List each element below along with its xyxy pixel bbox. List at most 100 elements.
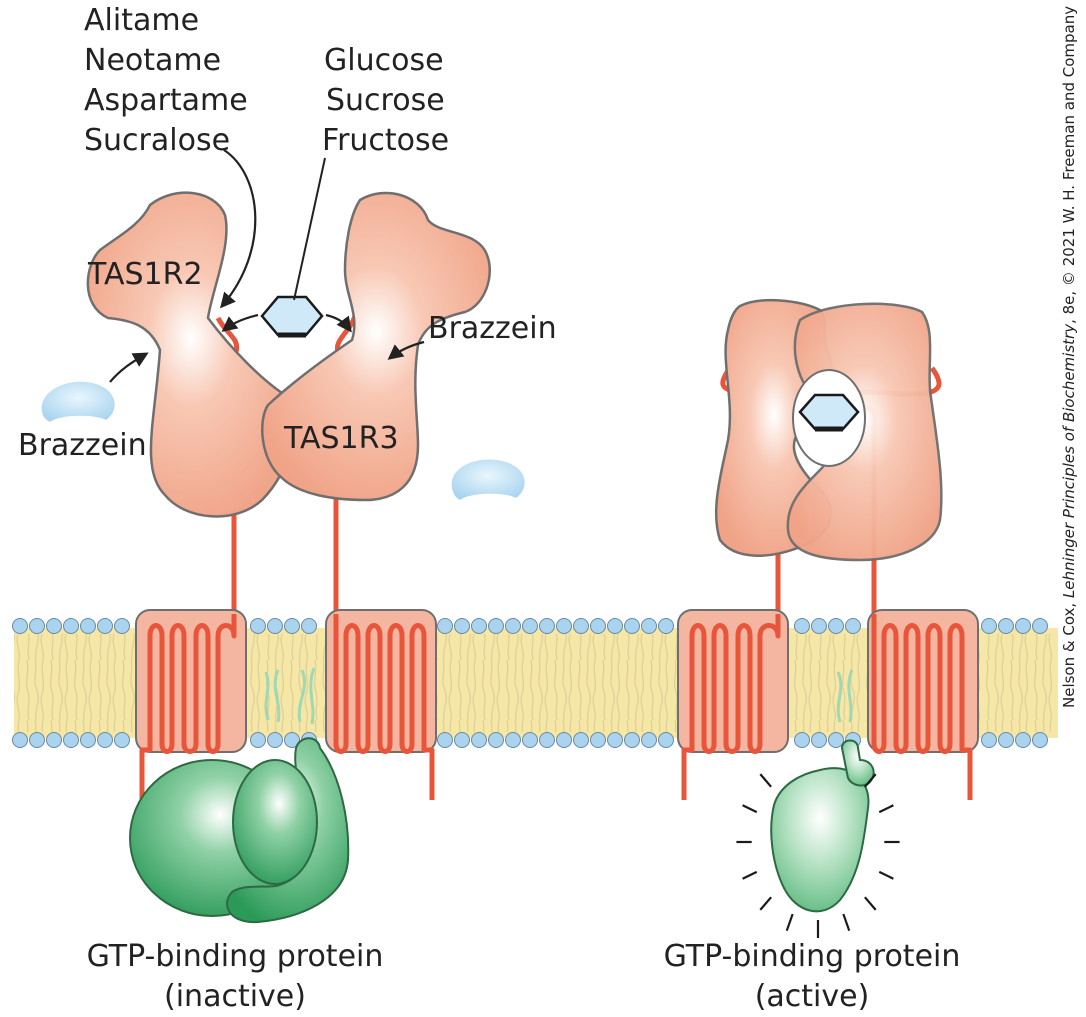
active-tas1r2-transmembrane-domain — [677, 609, 789, 800]
gprotein-gamma-subunit — [232, 759, 318, 885]
tas1r2-tas1r3-receptor-active — [714, 298, 943, 614]
phospholipid-head — [522, 732, 538, 748]
phospholipid-head — [607, 732, 623, 748]
phospholipid-head — [522, 618, 538, 634]
phospholipid-head — [505, 732, 521, 748]
tas1r3-helix-loops — [333, 614, 435, 800]
phospholipid-head — [828, 618, 844, 634]
sweetener-label: Neotame — [84, 43, 221, 78]
phospholipid-head — [607, 618, 623, 634]
gprotein-lipid-anchor-right — [836, 669, 854, 723]
phospholipid-head — [29, 732, 45, 748]
gprotein-active — [736, 739, 900, 938]
phospholipid-head — [488, 618, 504, 634]
phospholipid-head — [811, 732, 827, 748]
phospholipid-head — [12, 618, 28, 634]
phospholipid-head — [658, 618, 674, 634]
activation-ray — [742, 804, 758, 814]
brazzein-right-label: Brazzein — [428, 311, 557, 346]
activation-ray — [878, 870, 894, 880]
activation-ray — [759, 896, 772, 911]
credit-book-title: Lehninger Principles of Biochemistry — [1060, 323, 1078, 598]
gprotein-inactive-state-label: (inactive) — [164, 979, 306, 1014]
phospholipid-head — [981, 732, 997, 748]
sugar-pointer-line — [293, 157, 326, 301]
phospholipid-head — [556, 732, 572, 748]
phospholipid-head — [641, 618, 657, 634]
phospholipid-head — [573, 618, 589, 634]
phospholipid-head — [454, 732, 470, 748]
tas1r2-helix-loops — [139, 614, 237, 800]
brazzein-left-arrow-icon — [109, 352, 149, 383]
phospholipid-head — [998, 618, 1014, 634]
gprotein-active-body — [770, 767, 870, 913]
sweetener-pointer-icon — [219, 149, 257, 309]
activation-ray — [759, 773, 772, 788]
phospholipid-head — [471, 732, 487, 748]
activation-ray — [742, 870, 758, 880]
tas1r2-subunit — [86, 191, 296, 518]
activation-ray — [842, 913, 851, 932]
phospholipid-head — [505, 618, 521, 634]
phospholipid-head — [284, 732, 300, 748]
active-tas1r3-transmembrane-domain — [867, 609, 979, 800]
sugar-molecule-icon — [260, 295, 324, 337]
tas1r3-subunit — [261, 191, 492, 502]
phospholipid-head — [250, 618, 266, 634]
active-tas1r3-helix-loops — [871, 614, 973, 800]
phospholipid-head — [80, 732, 96, 748]
phospholipid-head — [539, 732, 555, 748]
activation-ray — [785, 913, 794, 932]
activation-ray — [864, 773, 877, 788]
phospholipid-head — [539, 618, 555, 634]
phospholipid-head — [29, 618, 45, 634]
arrow-to-tas1r3-icon — [325, 313, 352, 333]
brazzein-right-arrow-icon — [387, 340, 425, 360]
phospholipid-head — [624, 618, 640, 634]
phospholipid-head — [46, 618, 62, 634]
sugar-list: Glucose Sucrose Fructose — [322, 43, 449, 158]
phospholipid-head — [97, 732, 113, 748]
brazzein-left-label: Brazzein — [18, 428, 147, 463]
phospholipid-head — [267, 732, 283, 748]
active-tas1r2-helix-loops — [681, 614, 781, 800]
tas1r2-transmembrane-domain — [135, 609, 247, 800]
phospholipid-head — [1032, 732, 1048, 748]
tas1r2-label: TAS1R2 — [87, 257, 203, 292]
phospholipid-head — [828, 732, 844, 748]
tas1r3-transmembrane-domain — [325, 609, 437, 800]
phospholipid-head — [624, 732, 640, 748]
gprotein-inactive-label: GTP-binding protein — [87, 939, 384, 974]
activation-ray — [864, 896, 877, 911]
phospholipid-head — [794, 618, 810, 634]
tas1r2-tas1r3-receptor-inactive: TAS1R2 TAS1R3 — [86, 149, 492, 614]
sweetener-label: Aspartame — [84, 83, 248, 118]
phospholipid-head — [573, 732, 589, 748]
phospholipid-head — [46, 732, 62, 748]
gprotein-lipid-anchor-left — [264, 667, 316, 725]
phospholipid-head — [590, 618, 606, 634]
arrow-to-tas1r2-icon — [221, 313, 259, 332]
copyright-credit: Nelson & Cox, Lehninger Principles of Bi… — [1060, 6, 1078, 708]
phospholipid-head — [114, 618, 130, 634]
sugar-label: Sucrose — [326, 83, 445, 118]
phospholipid-head — [80, 618, 96, 634]
phospholipid-head — [97, 618, 113, 634]
phospholipid-head — [811, 618, 827, 634]
phospholipid-head — [488, 732, 504, 748]
activation-ray — [878, 804, 894, 814]
phospholipid-head — [641, 732, 657, 748]
phospholipid-head — [267, 618, 283, 634]
sweetener-list: Alitame Neotame Aspartame Sucralose — [84, 3, 248, 158]
phospholipid-head — [998, 732, 1014, 748]
phospholipid-head — [1015, 732, 1031, 748]
sugar-label: Glucose — [324, 43, 444, 78]
phospholipid-head — [658, 732, 674, 748]
sweetener-label: Alitame — [84, 3, 199, 38]
phospholipid-head — [301, 618, 317, 634]
activation-rays-icon — [736, 773, 900, 938]
phospholipid-head — [12, 732, 28, 748]
phospholipid-head — [845, 618, 861, 634]
phospholipid-head — [63, 732, 79, 748]
